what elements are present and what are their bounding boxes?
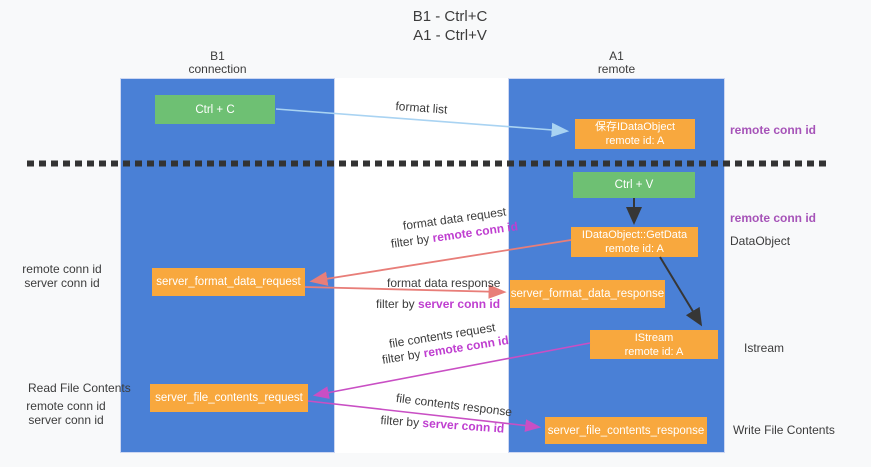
right-remote-conn-id-top: remote conn id (730, 123, 817, 137)
node-sfdreq-label: server_format_data_request (156, 276, 301, 288)
write-file-contents-label: Write File Contents (733, 423, 835, 437)
left-server-conn-id-bottom: server conn id (28, 413, 104, 427)
node-sfcreq-label: server_file_contents_request (155, 392, 303, 404)
node-idataobject-getdata: IDataObject::GetData remote id: A (571, 227, 698, 257)
node-save-idataobject: 保存IDataObject remote id: A (575, 119, 695, 149)
right-column-header: A1 remote (508, 50, 725, 76)
left-remote-conn-id-top: remote conn id (22, 262, 102, 276)
node-istream-line1: IStream (634, 331, 674, 344)
title-line-2: A1 - Ctrl+V (413, 27, 487, 44)
left-conn-id-block-bottom: remote conn id server conn id (22, 399, 110, 427)
node-getdata-line2: remote id: A (605, 243, 664, 255)
node-ctrl-c-label: Ctrl + C (195, 103, 235, 116)
node-save-idataobject-line2: remote id: A (605, 135, 665, 147)
node-istream-line2: remote id: A (624, 345, 684, 358)
istream-label: Istream (744, 341, 785, 355)
node-istream: IStream remote id: A (590, 330, 718, 359)
filter-by-text: filter by (380, 413, 420, 430)
node-sfcresp-label: server_file_contents_response (547, 424, 705, 437)
node-server-format-data-request: server_format_data_request (152, 268, 305, 296)
read-file-contents-label: Read File Contents (28, 381, 131, 395)
right-column-subtitle: remote (597, 62, 636, 76)
node-server-format-data-response: server_format_data_response (510, 280, 665, 308)
node-ctrl-c: Ctrl + C (155, 95, 275, 124)
node-server-file-contents-request: server_file_contents_request (150, 384, 308, 412)
node-ctrl-v: Ctrl + V (573, 172, 695, 198)
server-conn-id-text: server conn id (418, 297, 501, 311)
node-getdata-line1: IDataObject::GetData (581, 229, 688, 241)
dataobject-label: DataObject (730, 234, 791, 248)
left-column-title: B1 (210, 49, 225, 63)
node-ctrl-v-label: Ctrl + V (614, 179, 654, 191)
diagram-title: B1 - Ctrl+C A1 - Ctrl+V (350, 7, 550, 45)
node-sfdresp-label: server_format_data_response (510, 288, 665, 300)
node-server-file-contents-response: server_file_contents_response (545, 417, 707, 444)
label-filter-by-server-conn-id-1: filter by server conn id (376, 297, 500, 311)
left-column-subtitle: connection (188, 62, 247, 76)
title-line-1: B1 - Ctrl+C (412, 8, 488, 25)
right-column-title: A1 (609, 49, 624, 63)
right-remote-conn-id-mid: remote conn id (730, 211, 817, 225)
left-server-conn-id-top: server conn id (24, 276, 100, 290)
left-remote-conn-id-bottom: remote conn id (26, 399, 106, 413)
node-save-idataobject-line1: 保存IDataObject (594, 121, 676, 133)
left-conn-id-block-top: remote conn id server conn id (18, 262, 106, 290)
filter-by-text: filter by (376, 297, 415, 311)
label-format-data-response: format data response (387, 276, 501, 290)
left-column-header: B1 connection (110, 50, 325, 76)
